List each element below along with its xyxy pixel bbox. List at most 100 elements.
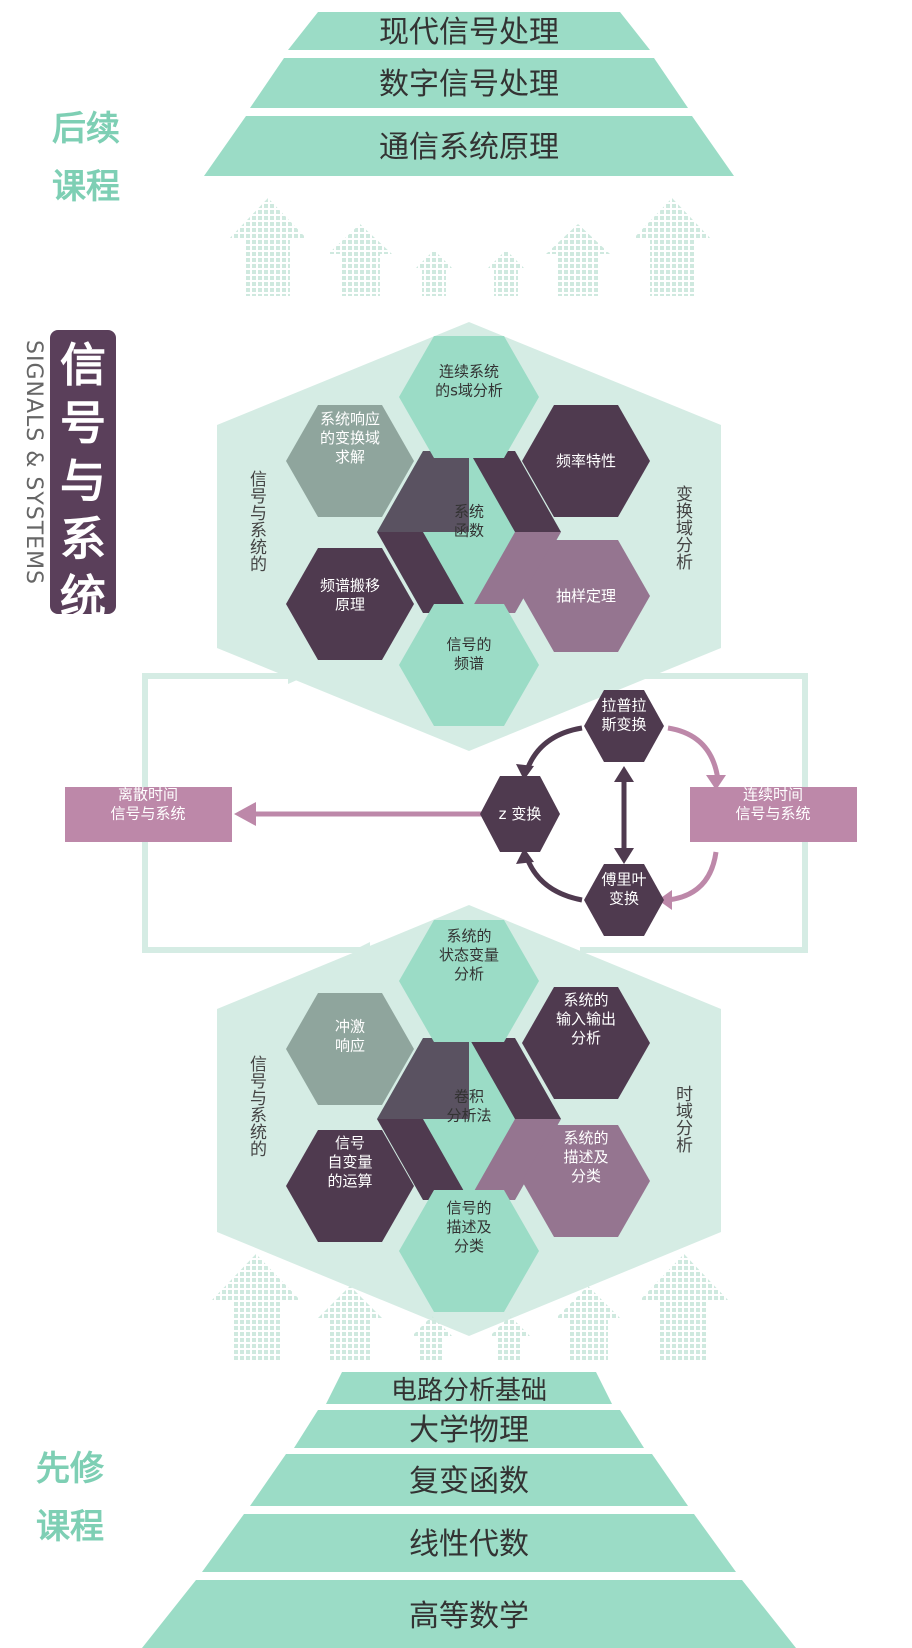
course-title-glyph: 信 bbox=[60, 338, 106, 392]
lower-node-lower-right-label: 系统的描述及分类 bbox=[563, 1129, 608, 1185]
upper-node-top bbox=[399, 336, 539, 458]
up-arrow-icon bbox=[546, 224, 610, 296]
transform-cluster: 离散时间信号与系统 连续时间信号与系统 拉普拉斯变换 z 变换 傅里叶变换 bbox=[65, 690, 857, 936]
laplace-to-z-arc bbox=[524, 725, 583, 771]
upper-node-lower-right-label: 抽样定理 bbox=[556, 587, 616, 605]
lower-node-top-label: 系统的状态变量分析 bbox=[439, 927, 499, 983]
upper-facet bbox=[377, 451, 469, 532]
tier-label-bottom-4: 高等数学 bbox=[409, 1599, 529, 1634]
upper-node-upper-left-label: 系统响应的变换域求解 bbox=[320, 410, 380, 466]
lower-node-upper-right-label: 系统的输入输出分析 bbox=[556, 991, 616, 1047]
continuous-time-box bbox=[690, 787, 857, 842]
lower-node-lower-right bbox=[522, 1125, 650, 1237]
up-arrow-icon bbox=[318, 1286, 382, 1362]
tier-calculus bbox=[142, 1580, 796, 1648]
lower-facet bbox=[377, 1119, 469, 1200]
followup-courses-label: 后续 课程 bbox=[52, 100, 120, 216]
tier-communication bbox=[204, 116, 734, 176]
upper-right-vertical-label: 变换域分析 bbox=[672, 485, 693, 570]
fourier-to-z-arc bbox=[524, 857, 583, 903]
up-arrow-icon bbox=[414, 250, 454, 296]
tier-digital-signal bbox=[250, 58, 688, 108]
up-arrow-icon bbox=[212, 1254, 300, 1362]
tier-label-top-1: 数字信号处理 bbox=[379, 67, 559, 102]
upper-node-bottom-label: 信号的频谱 bbox=[446, 636, 491, 673]
prerequisite-courses-label: 先修 课程 bbox=[36, 1440, 104, 1556]
course-title-glyph: 号 bbox=[60, 396, 106, 450]
lower-node-upper-left-label: 冲激响应 bbox=[335, 1018, 365, 1055]
up-arrow-icon bbox=[486, 250, 526, 296]
lower-node-center-label: 卷积分析法 bbox=[446, 1088, 491, 1125]
lower-facet bbox=[469, 1038, 561, 1119]
laplace-to-continuous-arc bbox=[667, 725, 721, 781]
lower-node-top bbox=[399, 920, 539, 1042]
upper-node-upper-right bbox=[522, 405, 650, 517]
upper-node-lower-right bbox=[522, 540, 650, 652]
upper-facet bbox=[377, 532, 469, 613]
upper-node-center-label: 系统函数 bbox=[454, 503, 484, 540]
tier-label-bottom-2: 复变函数 bbox=[409, 1464, 529, 1499]
tier-modern-signal bbox=[288, 12, 650, 50]
followup-line-2: 课程 bbox=[52, 167, 120, 207]
upper-node-bottom bbox=[399, 604, 539, 726]
upper-node-upper-left bbox=[286, 405, 414, 517]
course-subtitle: SIGNALS & SYSTEMS bbox=[21, 340, 46, 586]
top-arrows bbox=[228, 198, 712, 296]
discrete-time-label: 离散时间信号与系统 bbox=[110, 786, 185, 823]
course-title-badge: 信号与系统 bbox=[50, 330, 116, 624]
arrowhead bbox=[706, 775, 726, 790]
bottom-arrows bbox=[212, 1254, 728, 1362]
arrowhead bbox=[658, 890, 672, 910]
up-arrow-icon bbox=[640, 1254, 728, 1362]
arrowhead bbox=[614, 766, 634, 782]
arrowhead bbox=[234, 802, 256, 826]
arrowhead bbox=[516, 848, 534, 864]
bottom-pyramid: 电路分析基础 大学物理 复变函数 线性代数 高等数学 bbox=[142, 1372, 796, 1648]
tier-label-bottom-3: 线性代数 bbox=[409, 1527, 529, 1562]
arrowhead bbox=[516, 764, 534, 780]
arrowhead bbox=[614, 848, 634, 864]
lower-facet bbox=[377, 1038, 469, 1119]
prerequisite-line-2: 课程 bbox=[36, 1507, 104, 1547]
tier-linear-algebra bbox=[202, 1514, 736, 1572]
top-pyramid: 现代信号处理 数字信号处理 通信系统原理 bbox=[204, 12, 734, 176]
prerequisite-line-1: 先修 bbox=[36, 1449, 104, 1489]
tier-physics bbox=[294, 1410, 644, 1448]
discrete-time-box bbox=[65, 787, 232, 842]
lower-node-lower-left-label: 信号自变量的运算 bbox=[327, 1134, 372, 1190]
upper-left-vertical-label: 信号与系统的 bbox=[246, 470, 267, 573]
lower-left-vertical-label: 信号与系统的 bbox=[246, 1055, 267, 1158]
continuous-to-fourier-arc bbox=[667, 851, 719, 903]
up-arrow-icon bbox=[490, 1316, 530, 1362]
upper-node-upper-right-label: 频率特性 bbox=[556, 452, 616, 470]
fourier-label: 傅里叶变换 bbox=[601, 871, 646, 908]
up-arrow-icon bbox=[556, 1286, 620, 1362]
lower-block: 信号与系统的 时域分析 卷积分析法 系统的状态变量分析 冲激响应 系统的输入输出… bbox=[217, 905, 721, 1336]
lower-node-upper-left bbox=[286, 993, 414, 1105]
fourier-hexagon bbox=[584, 864, 664, 936]
upper-block: 信号与系统的 变换域分析 系统函数 连续系统的s域分析 系统响应的变换域求解 频… bbox=[217, 322, 721, 751]
up-arrow-icon bbox=[412, 1316, 452, 1362]
lower-node-bottom bbox=[399, 1190, 539, 1312]
lower-node-bottom-label: 信号的描述及分类 bbox=[446, 1199, 491, 1255]
up-arrow-icon bbox=[228, 198, 308, 296]
upper-node-top-label: 连续系统的s域分析 bbox=[435, 363, 503, 400]
upper-node-lower-left-label: 频谱搬移原理 bbox=[320, 577, 380, 614]
upper-facet bbox=[469, 532, 561, 613]
tier-complex bbox=[250, 1454, 688, 1506]
up-arrow-icon bbox=[328, 224, 392, 296]
laplace-hexagon bbox=[584, 690, 664, 762]
z-transform-hexagon bbox=[480, 776, 560, 852]
tier-label-top-2: 通信系统原理 bbox=[379, 130, 559, 165]
tier-label-bottom-0: 电路分析基础 bbox=[391, 1376, 547, 1406]
lower-right-vertical-label: 时域分析 bbox=[672, 1085, 693, 1153]
upper-facet bbox=[469, 451, 561, 532]
lower-node-upper-right bbox=[522, 987, 650, 1099]
lower-node-lower-left bbox=[286, 1130, 414, 1242]
course-title-glyph: 系 bbox=[60, 512, 106, 566]
followup-line-1: 后续 bbox=[52, 109, 120, 149]
continuous-time-label: 连续时间信号与系统 bbox=[735, 786, 810, 823]
course-title-glyph: 统 bbox=[60, 570, 106, 624]
tier-label-top-0: 现代信号处理 bbox=[379, 15, 559, 50]
